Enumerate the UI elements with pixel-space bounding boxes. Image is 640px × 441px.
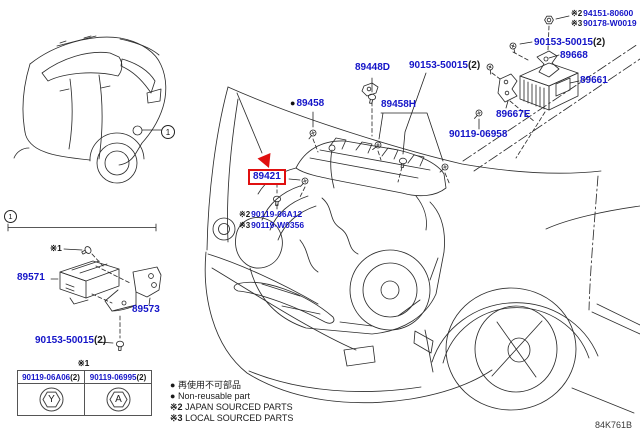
- leader-lines: [50, 15, 580, 344]
- part-label-90153-50015-bl[interactable]: 90153-50015(2): [35, 335, 107, 346]
- fastener-table-body: Y A: [18, 384, 151, 415]
- car-rear-drawing: [13, 35, 167, 184]
- part-label-89458[interactable]: ●89458: [290, 98, 325, 109]
- bolt-head-mark-Y: Y: [18, 384, 84, 415]
- fastener-part-06995[interactable]: 90119-06995(2): [84, 371, 151, 383]
- screw-icon: [438, 163, 449, 173]
- part-label-89668[interactable]: 89668: [560, 50, 588, 61]
- ref1-marker: ※1: [50, 243, 62, 253]
- screw-icon: [298, 177, 310, 187]
- callout-1-section[interactable]: 1: [4, 210, 17, 223]
- callout-marker-circle: [132, 125, 143, 136]
- part-label-89571[interactable]: 89571: [17, 272, 45, 283]
- part-label-90119-W0356[interactable]: ※390119-W0356: [239, 220, 305, 230]
- bolt-head-mark-A: A: [84, 384, 151, 415]
- part-label-89448D[interactable]: 89448D: [355, 62, 391, 73]
- part-label-89458H[interactable]: 89458H: [381, 99, 417, 110]
- module-89571-drawing: [59, 260, 120, 305]
- callout-1-car[interactable]: 1: [161, 125, 175, 139]
- legend-local-sourced: ※3 LOCAL SOURCED PARTS: [170, 413, 294, 423]
- fastener-table-header: 90119-06A06(2) 90119-06995(2): [18, 371, 151, 384]
- legend-japan-sourced: ※2 JAPAN SOURCED PARTS: [170, 402, 293, 412]
- headlight-drawing: [233, 281, 335, 324]
- fastener-table: 90119-06A06(2) 90119-06995(2) Y A: [17, 370, 152, 416]
- bolt-icon: [398, 157, 408, 169]
- screw-icon: [507, 41, 519, 54]
- part-label-90178-W0019[interactable]: ※390178-W0019: [571, 18, 637, 28]
- head-mark-letter: Y: [48, 394, 55, 405]
- bolt-icon: [115, 340, 125, 351]
- section-bracket: [7, 223, 157, 232]
- bolt-icon: [80, 245, 93, 257]
- nut-icon: [544, 15, 554, 25]
- ecu-89661-drawing: [491, 25, 579, 159]
- fastener-table-ref: ※1: [77, 358, 90, 368]
- part-label-89573[interactable]: 89573: [132, 304, 160, 315]
- part-label-94151-80600[interactable]: ※294151-80600: [571, 8, 634, 18]
- part-label-89667E[interactable]: 89667E: [496, 109, 531, 120]
- part-label-89421-highlighted[interactable]: 89421: [248, 169, 286, 185]
- highlight-arrow: [236, 92, 271, 168]
- bracket-89668-drawing: [536, 50, 560, 78]
- drawing-code: 84K761B: [595, 420, 633, 430]
- screw-icon: [484, 62, 496, 75]
- legend: ● 再使用不可部品 ● Non-reusable part ※2 JAPAN S…: [170, 380, 293, 424]
- bracket-89573-drawing: [91, 253, 162, 339]
- screw-icon: [306, 128, 318, 140]
- part-label-90153-50015-mid[interactable]: 90153-50015(2): [409, 60, 481, 71]
- head-mark-letter: A: [115, 394, 122, 405]
- legend-nonreusable-en: ● Non-reusable part: [170, 391, 250, 401]
- fasteners: [80, 15, 554, 351]
- part-label-90119-06A12[interactable]: ※290119-06A12: [239, 209, 303, 219]
- screw-icon: [472, 109, 484, 119]
- bullet-icon: ●: [170, 380, 176, 390]
- bullet-icon: ●: [170, 391, 176, 401]
- fastener-part-06a06[interactable]: 90119-06A06(2): [22, 373, 80, 382]
- car-front-drawing: [204, 43, 640, 414]
- part-label-90119-06958[interactable]: 90119-06958: [449, 129, 508, 140]
- legend-nonreusable-jp: ● 再使用不可部品: [170, 380, 241, 390]
- part-label-90153-50015-tr[interactable]: 90153-50015(2): [534, 37, 606, 48]
- part-label-89661[interactable]: 89661: [580, 75, 608, 86]
- bracket-89667e-drawing: [497, 73, 518, 103]
